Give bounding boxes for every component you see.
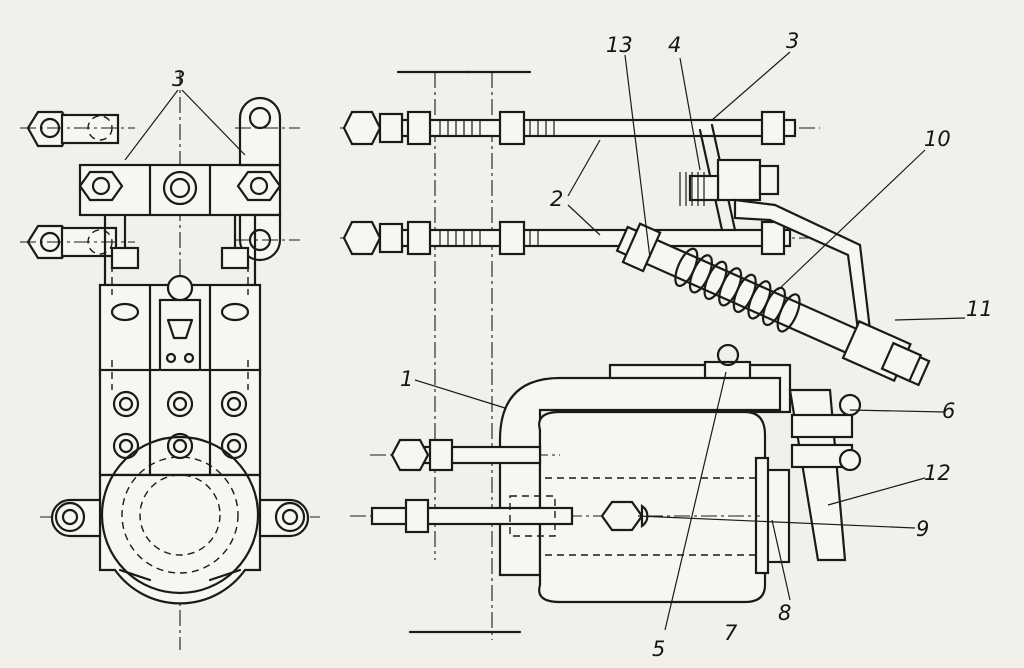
label-3-left: 3 — [172, 67, 185, 91]
label-5: 5 — [652, 637, 665, 661]
front-view — [20, 70, 320, 650]
label-13: 13 — [606, 33, 633, 57]
label-3-right: 3 — [786, 29, 799, 53]
label-2: 2 — [550, 187, 563, 211]
label-1: 1 — [400, 367, 413, 391]
label-6: 6 — [942, 399, 955, 423]
label-12: 12 — [924, 461, 951, 485]
label-4: 4 — [668, 33, 681, 57]
label-9: 9 — [916, 517, 929, 541]
callout-labels: 3 13 4 3 10 2 11 1 6 12 9 8 7 5 — [172, 29, 993, 661]
label-8: 8 — [778, 601, 791, 625]
label-10: 10 — [924, 127, 951, 151]
label-7: 7 — [724, 621, 738, 645]
label-11: 11 — [966, 297, 993, 321]
side-view — [340, 51, 966, 640]
